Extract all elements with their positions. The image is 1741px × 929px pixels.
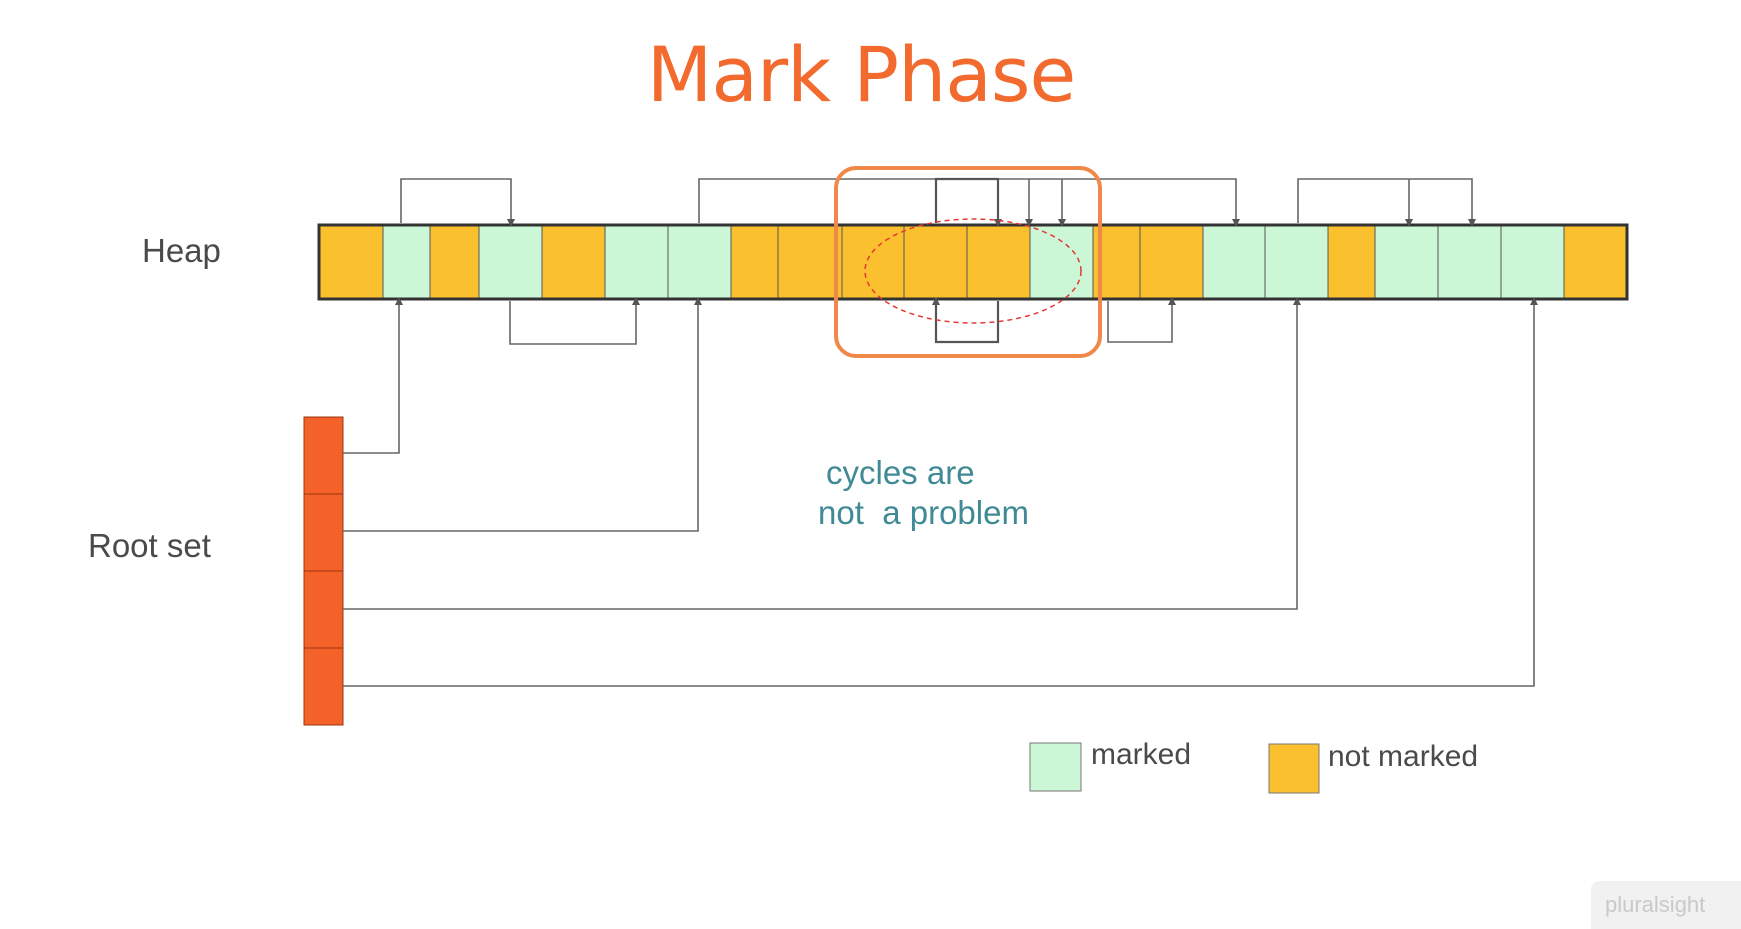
heap-cell-not-marked	[1139, 224, 1204, 300]
root-set-cells	[303, 416, 344, 726]
legend-marked-label: marked	[1091, 738, 1192, 771]
heap-cell-marked	[1029, 224, 1094, 300]
heap-cell-not-marked	[903, 224, 968, 300]
root-ref-2	[343, 297, 702, 532]
ref-top-5	[1297, 178, 1476, 227]
cycle-ref-bottom	[932, 297, 1000, 344]
heap-cell-not-marked	[730, 224, 779, 300]
reference-connectors	[343, 178, 1538, 687]
heap-cell-not-marked	[841, 224, 905, 300]
heap-cells	[318, 224, 1628, 300]
slide-title: Mark Phase	[646, 30, 1076, 119]
heap-cell-marked	[478, 224, 543, 300]
heap-cell-marked	[382, 224, 431, 300]
heap-cell-not-marked	[429, 224, 480, 300]
root-set-cell	[303, 416, 344, 495]
heap-border	[317, 223, 1629, 301]
root-ref-3	[343, 297, 1301, 610]
root-set-cell	[303, 493, 344, 572]
ref-bottom-2	[1107, 297, 1176, 343]
heap-cell-marked	[1437, 224, 1502, 300]
cycle-highlight-box	[834, 166, 1102, 358]
heap-label: Heap	[142, 232, 221, 269]
legend-marked-swatch	[1029, 742, 1082, 792]
cycle-ref-top	[934, 177, 1002, 227]
cycle-caption: cycles are not a problem	[800, 453, 1060, 533]
heap-cell-not-marked	[1563, 224, 1628, 300]
ref-top-1	[400, 178, 515, 227]
root-set-cell	[303, 647, 344, 726]
caption-line-2: not a problem	[818, 494, 1029, 531]
root-set-cell	[303, 570, 344, 649]
heap-cell-marked	[667, 224, 732, 300]
ref-top-2	[698, 178, 1240, 227]
heap-cell-marked	[1202, 224, 1266, 300]
heap-cell-not-marked	[777, 224, 843, 300]
heap-cell-marked	[1264, 224, 1329, 300]
heap-cell-not-marked	[966, 224, 1031, 300]
heap-cell-marked	[604, 224, 669, 300]
heap-cell-not-marked	[318, 224, 384, 300]
pluralsight-watermark: pluralsight	[1591, 881, 1741, 929]
caption-line-1: cycles are	[826, 454, 975, 491]
root-set-label: Root set	[88, 527, 211, 564]
legend-not-marked-swatch	[1268, 743, 1320, 794]
ref-bottom-1	[509, 297, 640, 345]
root-ref-1	[343, 297, 403, 454]
heap-cell-marked	[1374, 224, 1439, 300]
heap-cell-not-marked	[541, 224, 606, 300]
heap-cell-marked	[1500, 224, 1565, 300]
heap-cell-not-marked	[1327, 224, 1376, 300]
root-ref-4	[343, 297, 1538, 687]
cycle-connectors	[932, 177, 1002, 344]
cycle-dashed-ellipse	[864, 218, 1082, 324]
legend-not-marked-label: not marked	[1328, 740, 1479, 773]
